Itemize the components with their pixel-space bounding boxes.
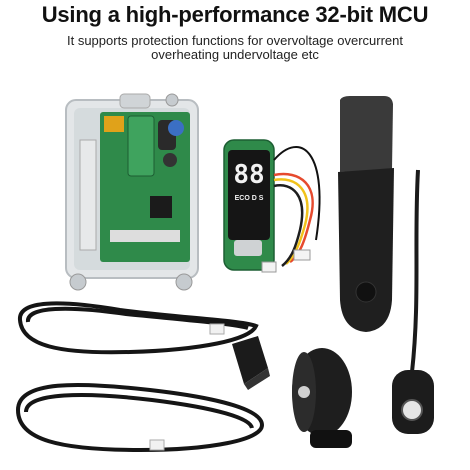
dashboard-mode-text: ECO D S [235, 195, 264, 202]
dashboard-cover [338, 96, 394, 332]
coiled-cable-upper [18, 301, 259, 355]
coiled-cable-lower [15, 382, 265, 453]
brake-lever [232, 336, 270, 390]
throttle [292, 348, 352, 448]
dashboard-board [223, 139, 321, 273]
headline: Using a high-performance 32-bit MCU [41, 2, 429, 27]
subheadline-line-1: It supports protection functions for ove… [66, 33, 403, 48]
dashboard-digits: 88 [233, 160, 264, 190]
controller-board [65, 93, 199, 291]
subheadline: It supports protection functions for ove… [10, 34, 460, 62]
subheadline-line-2: overheating undervoltage etc [151, 47, 319, 62]
tail-light [392, 169, 434, 434]
